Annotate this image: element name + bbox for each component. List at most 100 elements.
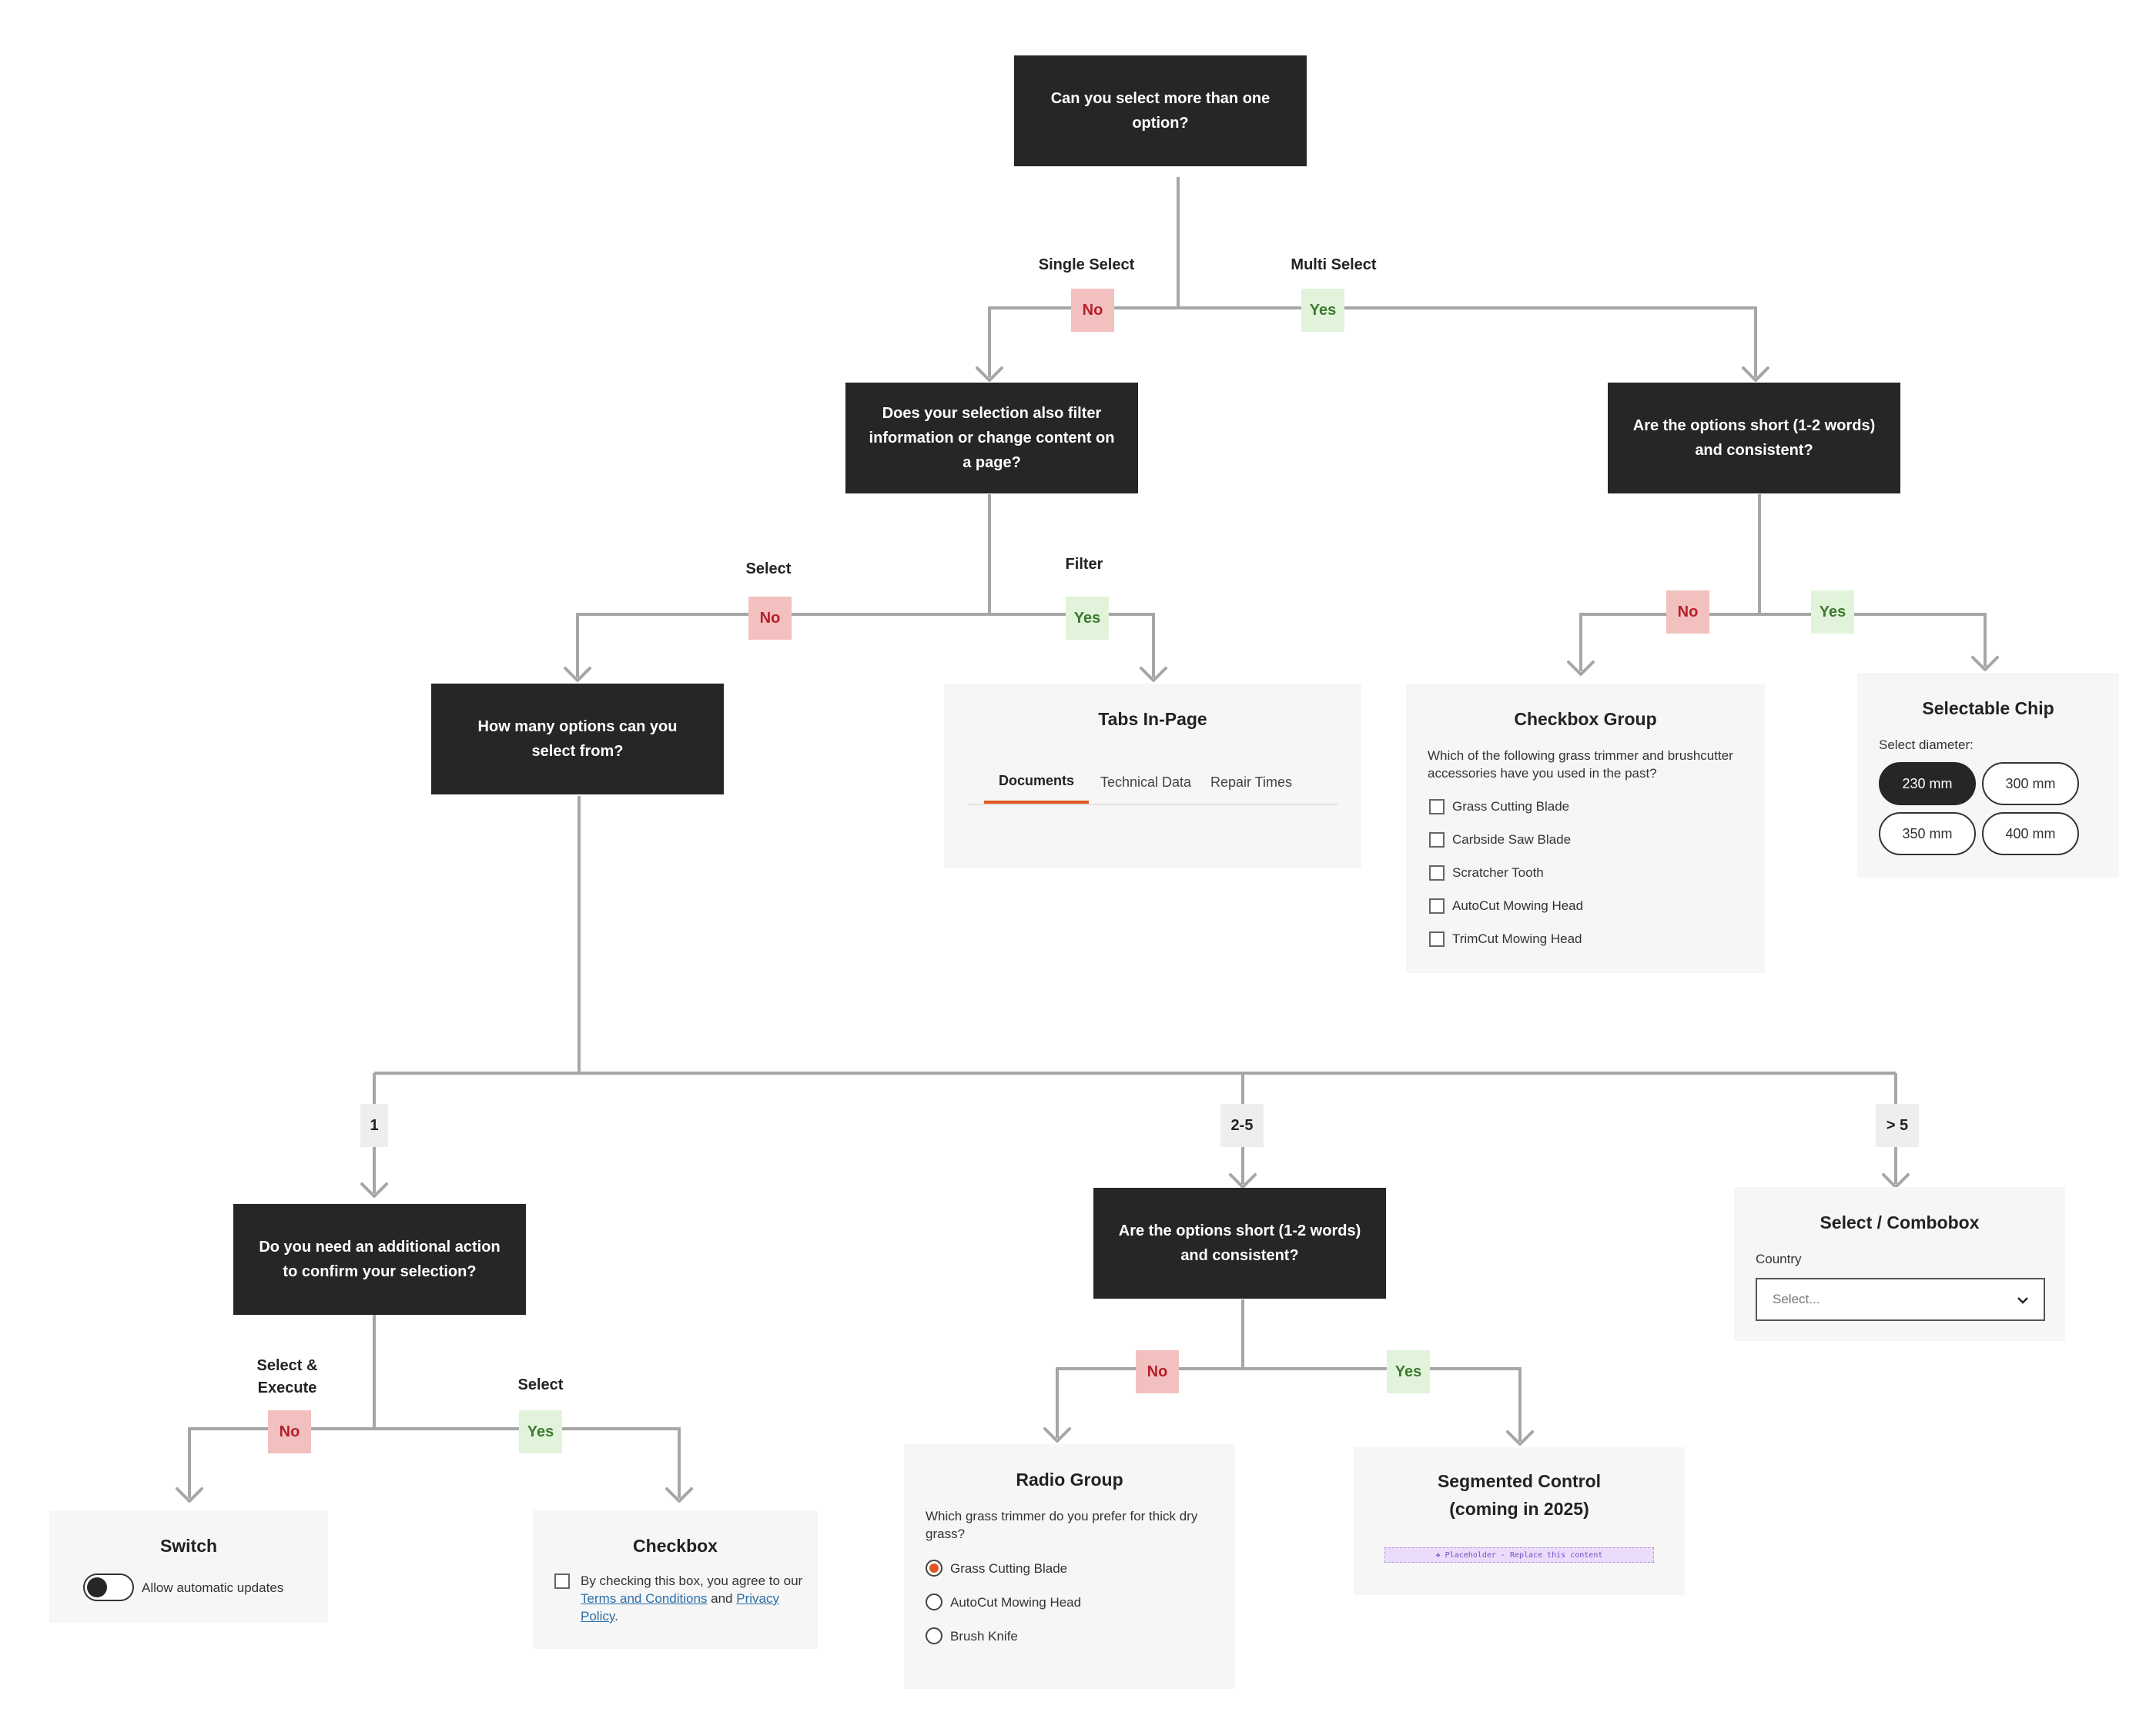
arrowhead	[1567, 660, 1595, 676]
arrowhead	[1506, 1430, 1534, 1446]
tab-repair-times[interactable]: Repair Times	[1210, 774, 1293, 790]
privacy-policy-link[interactable]: Privacy Policy	[581, 1591, 779, 1624]
arrowhead	[564, 667, 591, 682]
radio-label: Brush Knife	[950, 1629, 1018, 1644]
connector	[1178, 306, 1757, 377]
connector	[1759, 613, 1987, 667]
card-switch: Switch Allow automatic updates	[49, 1510, 328, 1623]
tag-count-2-5: 2-5	[1220, 1104, 1264, 1147]
connector	[188, 1427, 374, 1498]
chevron-down-icon	[2017, 1297, 2028, 1304]
tag-yes: Yes	[519, 1410, 562, 1453]
checkbox-label: Carbside Saw Blade	[1452, 832, 1572, 847]
question-filter-content: Does your selection also filter informat…	[845, 383, 1138, 493]
arrowhead	[1971, 656, 1999, 671]
edge-label-select-confirm: Select	[517, 1376, 564, 1393]
tag-no: No	[1136, 1350, 1179, 1393]
question-confirm-action: Do you need an additional action to conf…	[233, 1204, 526, 1315]
radio-label: AutoCut Mowing Head	[950, 1595, 1082, 1610]
card-checkbox-group: Checkbox Group Which of the following gr…	[1406, 684, 1765, 973]
card-title: Segmented Control (coming in 2025)	[1437, 1471, 1602, 1519]
arrowhead	[1742, 366, 1769, 382]
toggle-knob	[87, 1577, 107, 1597]
tag-yes: Yes	[1811, 590, 1854, 634]
select-label: Country	[1756, 1252, 1802, 1266]
card-title: Radio Group	[1016, 1470, 1123, 1490]
select-placeholder: Select...	[1773, 1292, 1820, 1306]
card-title: Select / Combobox	[1820, 1212, 1980, 1232]
edge-label-single-select: Single Select	[1038, 256, 1135, 273]
tab-technical-data[interactable]: Technical Data	[1100, 774, 1192, 790]
tab-documents[interactable]: Documents	[984, 761, 1089, 804]
edge-label-filter: Filter	[1065, 556, 1103, 573]
arrowhead	[1229, 1173, 1257, 1189]
tag-no: No	[1666, 590, 1709, 634]
edge-label-select-execute: Select & Execute	[256, 1357, 318, 1396]
chip-300-mm[interactable]: 300 mm	[1982, 762, 2079, 805]
chip-400-mm[interactable]: 400 mm	[1982, 812, 2079, 855]
placeholder-box: ❖ Placeholder - Replace this content	[1384, 1547, 1654, 1563]
radio-button-selected[interactable]	[926, 1560, 942, 1577]
edge-label-multi-select: Multi Select	[1291, 256, 1377, 273]
checkbox[interactable]	[1429, 865, 1445, 881]
arrowhead	[176, 1487, 203, 1503]
question-how-many-options: How many options can you select from?	[431, 684, 724, 794]
checkbox[interactable]	[554, 1573, 570, 1589]
tag-no: No	[748, 597, 792, 640]
country-select[interactable]: Select...	[1756, 1278, 2045, 1321]
card-selectable-chip: Selectable Chip Select diameter: 230 mm …	[1857, 673, 2119, 878]
radio-label: Grass Cutting Blade	[950, 1561, 1068, 1576]
arrowhead	[1043, 1427, 1071, 1443]
checkbox[interactable]	[1429, 898, 1445, 914]
checkbox-label: Grass Cutting Blade	[1452, 799, 1570, 814]
consent-text: By checking this box, you agree to our T…	[581, 1572, 804, 1625]
arrowhead	[976, 366, 1003, 382]
connector	[374, 1427, 681, 1498]
arrowhead	[360, 1182, 388, 1198]
checkbox[interactable]	[1429, 799, 1445, 814]
card-title: Switch	[159, 1536, 218, 1556]
radio-button[interactable]	[926, 1594, 942, 1610]
connector	[988, 306, 1178, 377]
chip-label: Select diameter:	[1879, 737, 1974, 752]
connector	[576, 613, 989, 677]
connector	[1056, 1367, 1243, 1438]
card-checkbox: Checkbox By checking this box, you agree…	[533, 1510, 818, 1649]
card-radio-group: Radio Group Which grass trimmer do you p…	[904, 1444, 1235, 1689]
checkbox-label: AutoCut Mowing Head	[1452, 898, 1584, 913]
terms-link[interactable]: Terms and Conditions	[581, 1591, 708, 1606]
connector	[1243, 1367, 1522, 1441]
edge-label-select: Select	[745, 560, 792, 577]
question-multi-select: Can you select more than one option?	[1014, 55, 1307, 166]
card-title: Tabs In-Page	[1098, 709, 1207, 729]
checkbox-group-question: Which of the following grass trimmer and…	[1428, 748, 1733, 781]
checkbox-label: TrimCut Mowing Head	[1452, 931, 1582, 946]
card-title: Checkbox	[633, 1536, 718, 1556]
card-title: Selectable Chip	[1922, 698, 2054, 718]
tag-yes: Yes	[1387, 1350, 1430, 1393]
arrowhead	[1140, 667, 1167, 682]
toggle-switch[interactable]	[83, 1573, 134, 1601]
checkbox[interactable]	[1429, 931, 1445, 947]
chip-230-mm[interactable]: 230 mm	[1879, 762, 1976, 805]
consent-text-start: By checking this box, you agree to our	[581, 1573, 803, 1588]
checkbox[interactable]	[1429, 832, 1445, 848]
connector	[989, 613, 1155, 677]
card-select-combobox: Select / Combobox Country Select...	[1734, 1187, 2065, 1341]
tag-no: No	[268, 1410, 311, 1453]
switch-label: Allow automatic updates	[142, 1580, 284, 1595]
tab-bar: Documents Technical Data Repair Times	[967, 761, 1338, 805]
tag-count-1: 1	[360, 1104, 388, 1147]
arrowhead	[665, 1487, 693, 1503]
question-short-options-multi: Are the options short (1-2 words) and co…	[1608, 383, 1900, 493]
tag-yes: Yes	[1066, 597, 1109, 640]
tag-no: No	[1071, 289, 1114, 332]
card-title: Checkbox Group	[1514, 709, 1657, 729]
card-tabs-in-page: Tabs In-Page Documents Technical Data Re…	[944, 684, 1361, 868]
consent-text-end: .	[614, 1609, 618, 1624]
tag-yes: Yes	[1301, 289, 1344, 332]
radio-button[interactable]	[926, 1627, 942, 1644]
radio-group-question: Which grass trimmer do you prefer for th…	[926, 1509, 1198, 1541]
consent-text-mid: and	[707, 1591, 737, 1606]
chip-350-mm[interactable]: 350 mm	[1879, 812, 1976, 855]
